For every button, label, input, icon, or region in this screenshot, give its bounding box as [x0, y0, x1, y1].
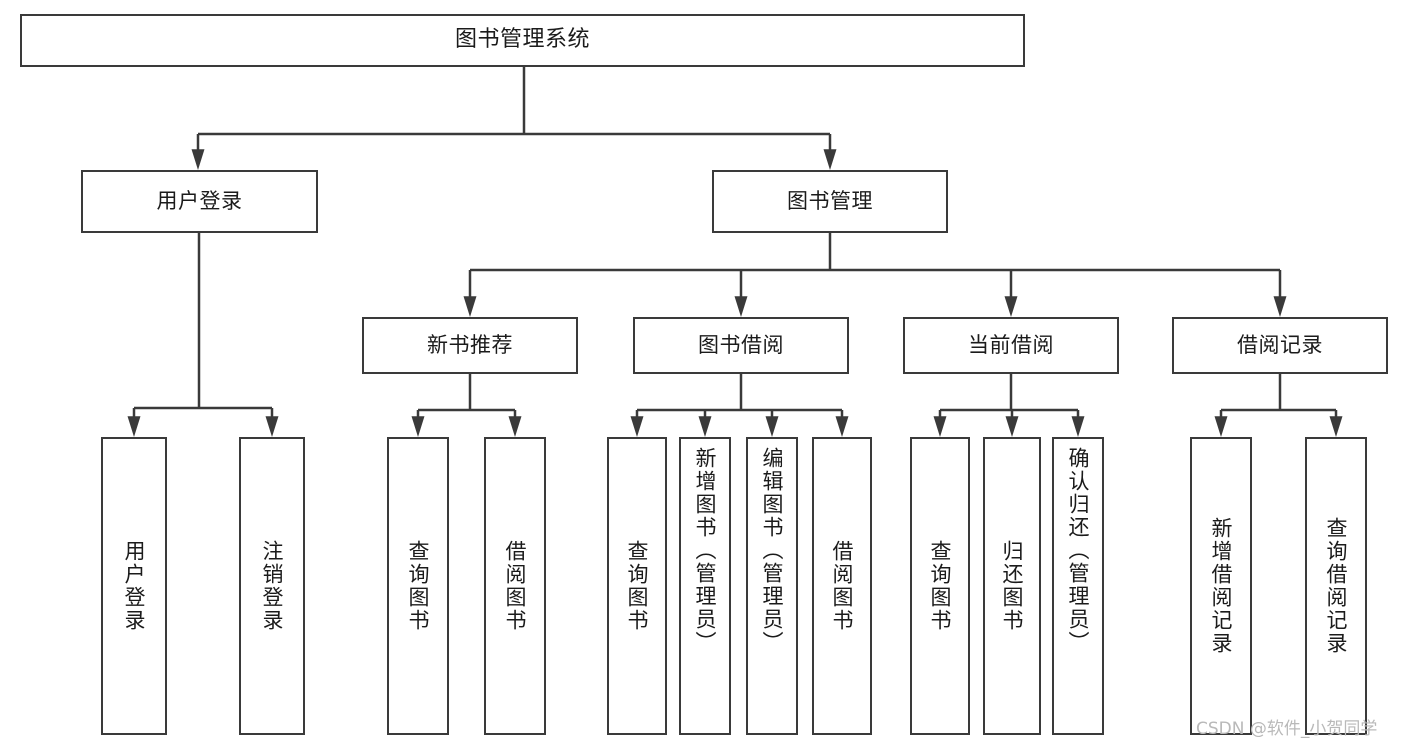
- node-leaf-add-book-admin: 新增图书（管理员）: [679, 437, 731, 735]
- node-label: 借阅记录: [1237, 333, 1323, 358]
- node-root-library-system: 图书管理系统: [20, 14, 1025, 67]
- node-label: 归还图书: [1000, 540, 1025, 632]
- node-leaf-user-login: 用户登录: [101, 437, 167, 735]
- node-label: 图书管理系统: [454, 27, 590, 53]
- node-user-login: 用户登录: [81, 170, 318, 233]
- node-leaf-edit-book-admin: 编辑图书（管理员）: [746, 437, 798, 735]
- node-label: 查询借阅记录: [1324, 517, 1349, 655]
- node-new-book-recommend: 新书推荐: [362, 317, 578, 374]
- node-leaf-return-books: 归还图书: [983, 437, 1041, 735]
- node-label: 借阅图书: [503, 540, 528, 632]
- node-label: 当前借阅: [968, 333, 1054, 358]
- node-borrow-records: 借阅记录: [1172, 317, 1388, 374]
- watermark-text: CSDN @软件_小贺同学: [1196, 719, 1378, 739]
- node-label: 新增图书（管理员）: [693, 447, 718, 654]
- node-label: 新增借阅记录: [1209, 517, 1234, 655]
- node-label: 编辑图书（管理员）: [760, 447, 785, 654]
- node-label: 图书借阅: [698, 333, 784, 358]
- node-current-borrow: 当前借阅: [903, 317, 1119, 374]
- node-book-management: 图书管理: [712, 170, 948, 233]
- node-leaf-query-books-bor: 查询图书: [607, 437, 667, 735]
- node-label: 查询图书: [928, 540, 953, 632]
- node-label: 借阅图书: [830, 540, 855, 632]
- node-leaf-confirm-return-admin: 确认归还（管理员）: [1052, 437, 1104, 735]
- node-label: 注销登录: [260, 540, 285, 632]
- node-leaf-query-books-cur: 查询图书: [910, 437, 970, 735]
- node-book-borrow: 图书借阅: [633, 317, 849, 374]
- node-leaf-query-borrow-record: 查询借阅记录: [1305, 437, 1367, 735]
- node-leaf-borrow-books-bor: 借阅图书: [812, 437, 872, 735]
- node-label: 查询图书: [625, 540, 650, 632]
- node-label: 图书管理: [787, 189, 873, 214]
- node-label: 用户登录: [122, 540, 147, 632]
- node-label: 新书推荐: [427, 333, 513, 358]
- node-leaf-borrow-books-rec: 借阅图书: [484, 437, 546, 735]
- node-leaf-add-borrow-record: 新增借阅记录: [1190, 437, 1252, 735]
- node-label: 确认归还（管理员）: [1066, 447, 1091, 654]
- node-leaf-logout: 注销登录: [239, 437, 305, 735]
- node-leaf-query-books-rec: 查询图书: [387, 437, 449, 735]
- node-label: 用户登录: [156, 189, 243, 214]
- node-label: 查询图书: [406, 540, 431, 632]
